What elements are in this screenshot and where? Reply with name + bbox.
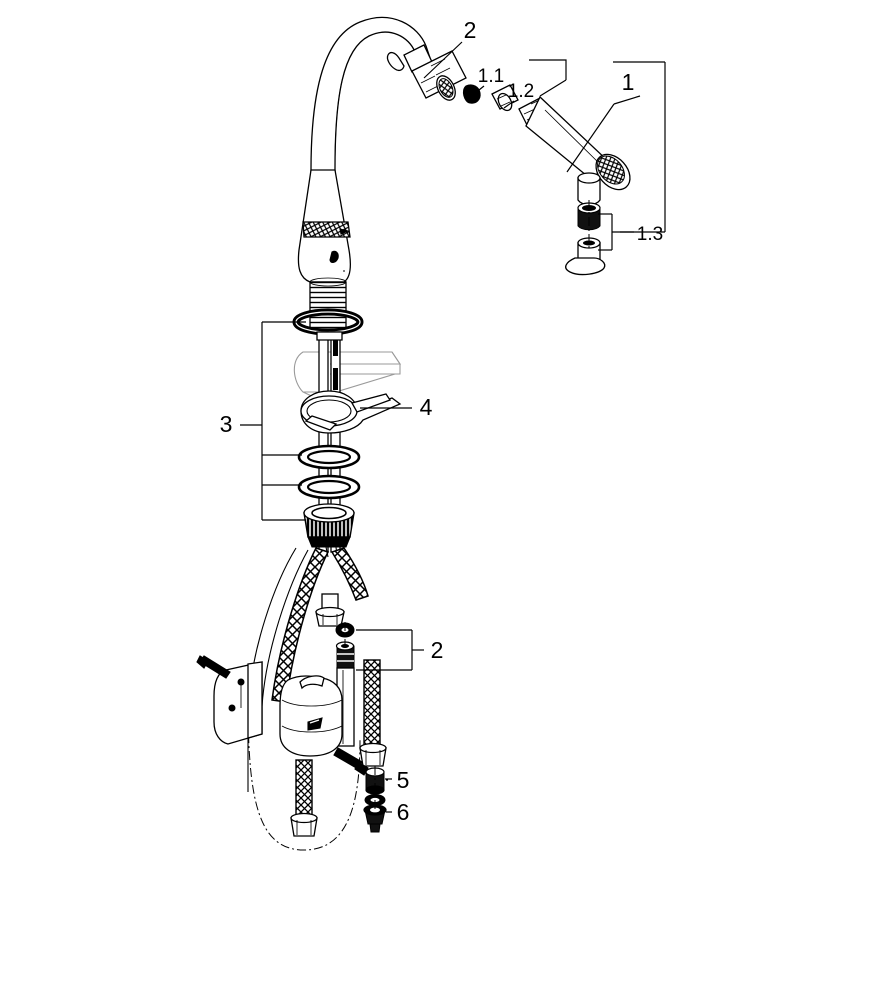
part-stabilizing-plate: [300, 390, 402, 434]
callout-label-2-top: 2: [464, 17, 477, 43]
weight-screw-lower: [333, 747, 369, 776]
callout-label-2-bottom: 2: [431, 637, 444, 663]
part-aerator-mousseur: [411, 50, 467, 101]
leader-line-bracket-sub: [539, 79, 567, 97]
hose-hex-fitting-right: [359, 742, 387, 767]
leader-line-1-b: [566, 103, 615, 173]
weight-screw-upper: [196, 655, 231, 679]
callout-label-3: 3: [220, 411, 233, 437]
callout-label-1-2: 1.2: [508, 81, 534, 102]
part-coupling-nut: [491, 84, 519, 112]
braided-hose-lower-right: [363, 659, 381, 753]
braided-hose-bottom-left: [295, 759, 313, 823]
faucet-shank: [316, 331, 343, 553]
part-nozzle-insert-lower: [565, 237, 606, 276]
callout-label-1-1: 1.1: [478, 66, 504, 87]
callout-label-1: 1: [622, 69, 635, 95]
callout-label-6: 6: [397, 799, 410, 825]
leader-line-1: [613, 95, 641, 105]
hose-weight-half-left: [213, 661, 263, 745]
hose-hex-fitting-bottom: [290, 812, 318, 837]
part-washer-lower: [297, 474, 361, 500]
pulldown-head-cone: [297, 169, 351, 283]
leader-line-1-1: [473, 85, 485, 95]
corrugated-hose-section: [309, 277, 347, 333]
bracket-1-1-1-2: [529, 59, 567, 80]
part-spray-head-assembly: [518, 95, 631, 206]
part-washer-upper: [297, 444, 361, 470]
braided-hose-right: [330, 547, 369, 601]
callout-label-4: 4: [420, 394, 433, 420]
callout-label-5: 5: [397, 767, 410, 793]
callout-label-1-3: 1.3: [637, 224, 663, 245]
hose-weight-half-right: [279, 675, 343, 757]
part-knurled-mounting-nut: [303, 503, 355, 558]
part-connector-fitting: [363, 804, 387, 833]
leader-line-2-top: [423, 41, 463, 79]
part-sealing-cone: [462, 84, 481, 104]
leader-line-1-2: [503, 100, 515, 109]
ghost-mounting-plate: [293, 351, 402, 399]
hose-hex-fitting-upper: [315, 593, 345, 627]
